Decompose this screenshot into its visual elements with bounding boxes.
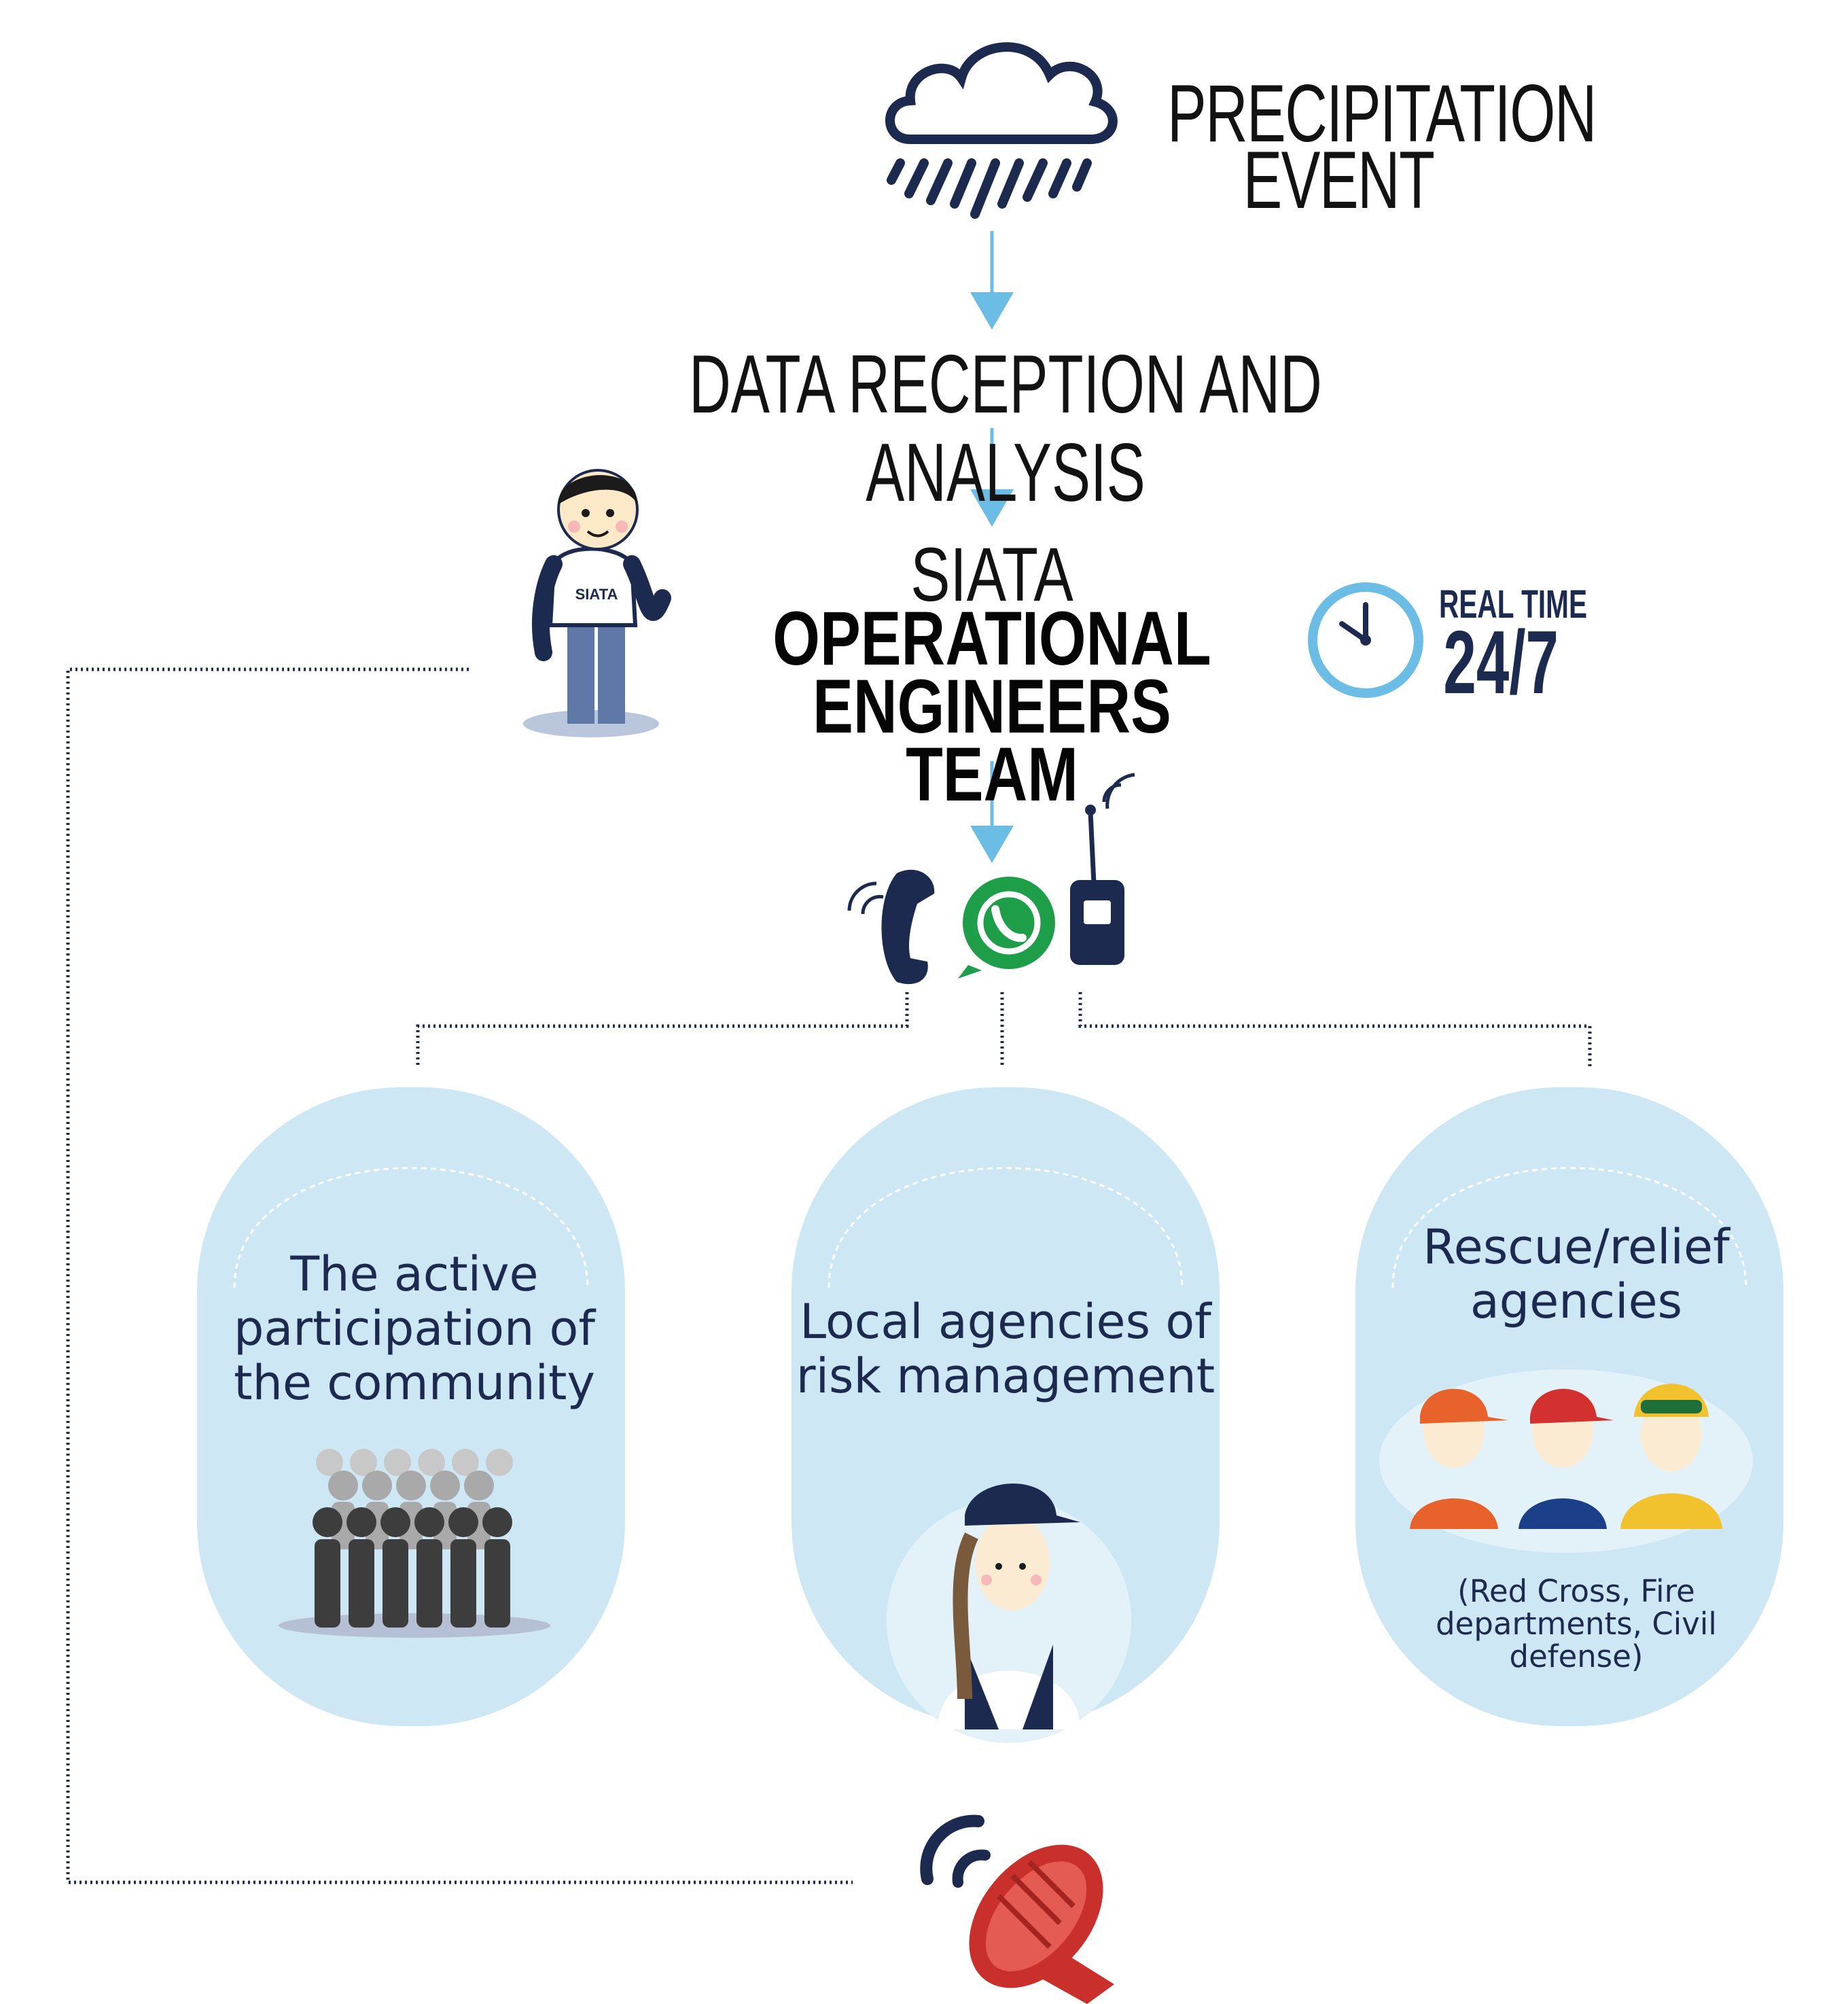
mascot-shirt-text: SIATA — [575, 586, 618, 603]
feedback-loop-line — [66, 667, 853, 1884]
local-risk-agencies-label: Local agencies of risk management — [796, 1294, 1215, 1404]
rescue-relief-agencies-label: Rescue/relief agencies — [1423, 1219, 1730, 1329]
siren-icon — [920, 1814, 1114, 2004]
rescue-workers-icon — [1379, 1369, 1753, 1553]
flow-arrows — [970, 231, 1014, 863]
crowd-icon — [279, 1449, 550, 1638]
risk-agency-worker-icon — [887, 1483, 1131, 1743]
precipitation-event-text: PRECIPITATION EVENT — [1167, 68, 1597, 226]
arrowhead-2 — [970, 489, 1014, 527]
rescue-agencies-examples-note: (Red Cross, Fire departments, Civil defe… — [1436, 1573, 1717, 1674]
siata-label: SIATA — [910, 532, 1073, 617]
data-reception-label: DATA RECEPTION AND ANALYSIS — [689, 338, 1322, 518]
connector-to-rescue — [1078, 992, 1592, 1067]
pill-community — [197, 1087, 625, 1726]
operational-engineers-team-label: OPERATIONAL ENGINEERS TEAM — [772, 596, 1211, 817]
precipitation-event-label: PRECIPITATION EVENT — [1167, 68, 1597, 226]
real-time-label: REAL TIME — [1439, 582, 1588, 627]
dotted-connectors — [66, 667, 1592, 1884]
arrowhead-1 — [970, 292, 1014, 330]
rain-cloud-icon — [885, 42, 1118, 219]
engineer-mascot-icon — [523, 469, 671, 737]
arrowhead-3 — [970, 826, 1014, 863]
phone-icon — [847, 869, 935, 985]
whatsapp-icon — [958, 877, 1055, 979]
real-time-value: 24/7 — [1443, 612, 1559, 712]
connector-to-community — [416, 992, 909, 1067]
clock-icon — [1308, 582, 1423, 698]
community-participation-label: The active participation of the communit… — [233, 1246, 596, 1411]
radio-icon — [1070, 773, 1135, 965]
